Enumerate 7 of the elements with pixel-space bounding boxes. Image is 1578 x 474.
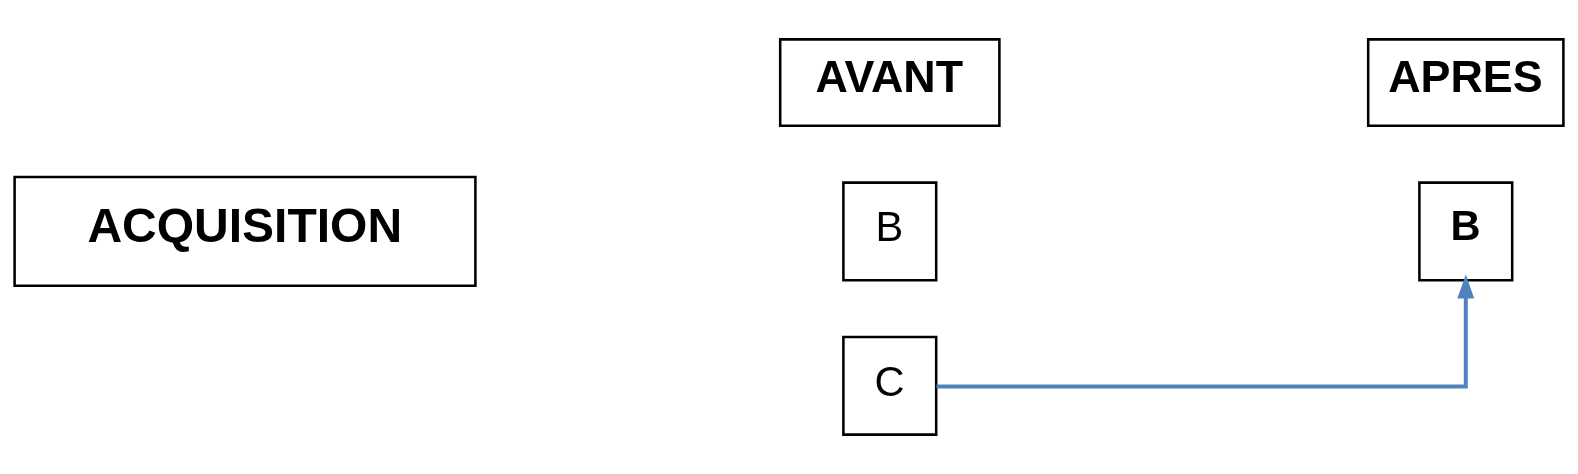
node-box: APRES [1366, 38, 1565, 128]
node-box: B [842, 181, 938, 282]
node-box: ACQUISITION [13, 175, 477, 288]
node-box: AVANT [778, 38, 1001, 128]
node-box: B [1418, 181, 1514, 282]
arrow [936, 274, 1475, 389]
node-box: C [842, 335, 938, 436]
